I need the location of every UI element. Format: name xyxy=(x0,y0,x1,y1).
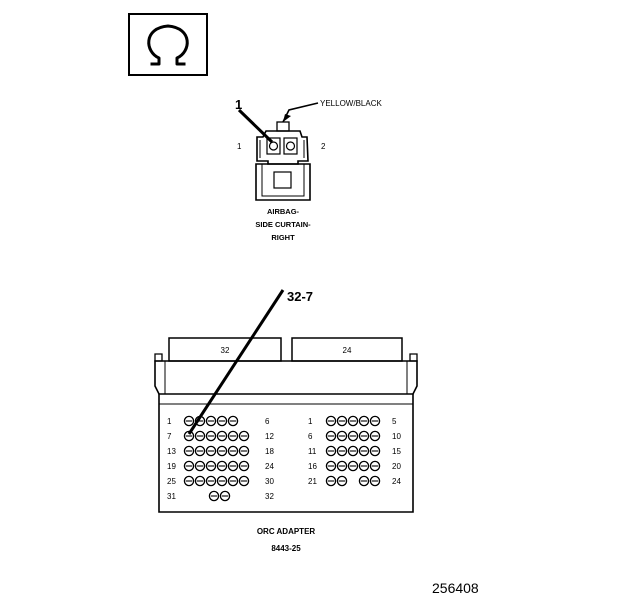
right-row-1-start: 1 xyxy=(308,417,313,426)
figure-number: 256408 xyxy=(432,580,479,596)
left-row-1-end: 6 xyxy=(265,417,270,426)
left-row-6-start: 31 xyxy=(167,492,176,501)
right-row-3-end: 15 xyxy=(392,447,401,456)
left-row-2-end: 12 xyxy=(265,432,274,441)
right-row-2-end: 10 xyxy=(392,432,401,441)
airbag-connector xyxy=(255,121,311,201)
right-row-3-start: 11 xyxy=(308,447,317,456)
ohm-symbol-icon xyxy=(147,24,189,66)
left-row-6-end: 32 xyxy=(265,492,274,501)
callout-32-7-leader xyxy=(187,289,285,435)
wire-leader xyxy=(282,102,319,123)
right-row-4-start: 16 xyxy=(308,462,317,471)
right-row-5-end: 24 xyxy=(392,477,401,486)
left-row-3-start: 13 xyxy=(167,447,176,456)
right-row-1-end: 5 xyxy=(392,417,397,426)
left-row-5-end: 30 xyxy=(265,477,274,486)
left-row-2-start: 7 xyxy=(167,432,172,441)
right-row-2-start: 6 xyxy=(308,432,313,441)
wire-color-label: YELLOW/BLACK xyxy=(320,99,382,108)
callout-1-leader xyxy=(237,108,274,144)
right-pin-grid xyxy=(325,415,381,487)
adapter-name: ORC ADAPTER xyxy=(257,527,316,536)
connector-pin-1-label: 1 xyxy=(237,142,242,151)
wire-arrowhead xyxy=(283,114,291,122)
left-row-3-end: 18 xyxy=(265,447,274,456)
left-row-5-start: 25 xyxy=(167,477,176,486)
left-row-4-end: 24 xyxy=(265,462,274,471)
left-row-1-start: 1 xyxy=(167,417,172,426)
right-row-4-end: 20 xyxy=(392,462,401,471)
connector-name-line1: AIRBAG- xyxy=(267,207,300,216)
left-pin-grid xyxy=(183,415,250,502)
adapter-left-tab-label: 32 xyxy=(221,346,230,355)
adapter-part-number: 8443-25 xyxy=(271,544,301,553)
callout-32-7-label: 32-7 xyxy=(287,289,313,304)
connector-name-line2: SIDE CURTAIN- xyxy=(255,220,311,229)
ohm-symbol-box xyxy=(128,13,208,76)
connector-pin-2-label: 2 xyxy=(321,142,326,151)
left-row-4-start: 19 xyxy=(167,462,176,471)
adapter-right-tab-label: 24 xyxy=(343,346,352,355)
callout-1-label: 1 xyxy=(235,97,242,112)
connector-name-line3: RIGHT xyxy=(271,233,295,242)
right-row-5-start: 21 xyxy=(308,477,317,486)
orc-adapter xyxy=(154,337,418,513)
